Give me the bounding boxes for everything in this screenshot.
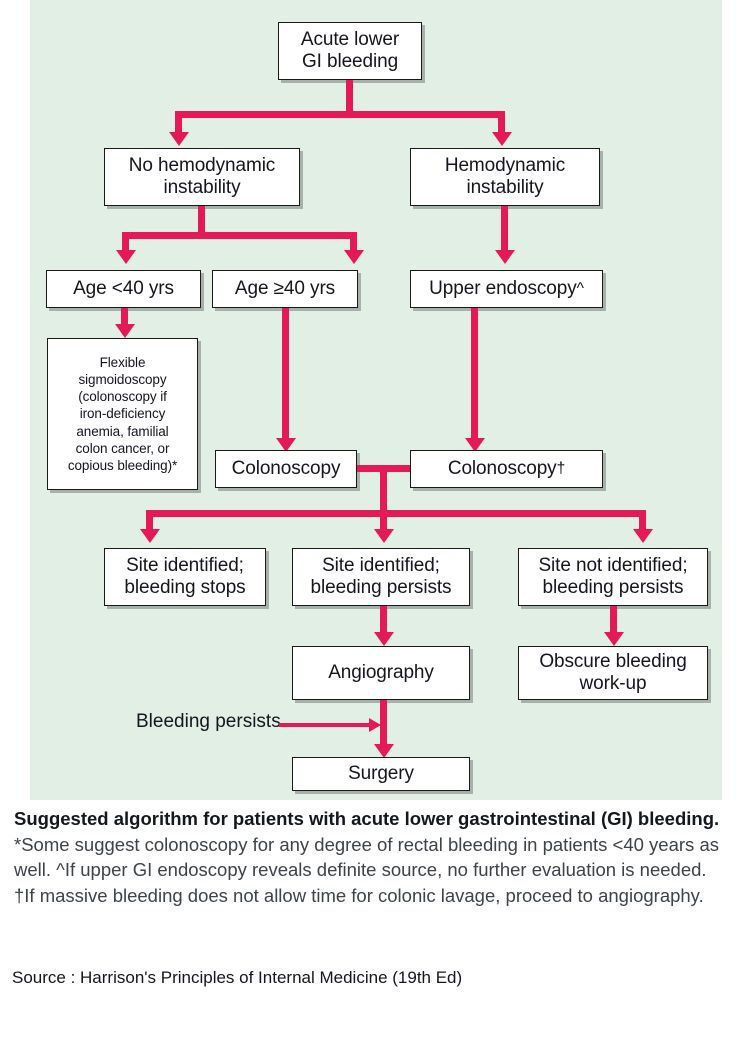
connector-outcome-bus: [146, 510, 646, 517]
arrowhead-site-identified-persists: [373, 529, 394, 543]
node-site-identified-bleeding-stops: Site identified; bleeding stops: [104, 548, 266, 606]
connector-to-site-identified-persists: [380, 510, 387, 531]
node-label-line2: instability: [466, 177, 544, 198]
node-label-line5: anemia, familial: [76, 423, 169, 439]
node-label-line1: No hemodynamic: [128, 154, 276, 176]
node-label-line2: bleeding stops: [124, 577, 246, 598]
arrowhead-colonoscopy-right: [464, 438, 485, 452]
node-colonoscopy-left: Colonoscopy: [215, 450, 357, 488]
connector-to-no-instability: [175, 111, 182, 134]
arrowhead-site-identified-stops: [139, 529, 160, 543]
node-age-40-or-over: Age ≥40 yrs: [212, 270, 358, 308]
node-upper-endoscopy: Upper endoscopy^: [410, 270, 603, 308]
source-line: Source : Harrison's Principles of Intern…: [12, 968, 463, 987]
node-label-line6: colon cancer, or: [75, 440, 170, 456]
caption-body: *Some suggest colonoscopy for any degree…: [14, 833, 719, 906]
node-label-line3: (colonoscopy if: [78, 389, 167, 405]
node-obscure-bleeding-workup: Obscure bleeding work-up: [518, 646, 708, 700]
arrowhead-upper-endoscopy: [494, 250, 515, 264]
connector-root-stem: [346, 80, 353, 111]
node-hemodynamic-instability: Hemodynamic instability: [410, 148, 600, 206]
node-label: Colonoscopy: [231, 457, 341, 479]
node-label-line4: iron-deficiency: [79, 406, 166, 422]
connector-to-site-identified-stops: [146, 510, 153, 531]
node-label-line1: Site identified;: [126, 554, 244, 576]
node-label-line2: bleeding persists: [310, 577, 452, 598]
node-label-line2: GI bleeding: [301, 51, 399, 72]
connector-to-instability: [498, 111, 505, 134]
caption-title: Suggested algorithm for patients with ac…: [14, 808, 720, 829]
node-label-line2: instability: [163, 177, 241, 198]
arrowhead-bleeding-persists: [369, 718, 381, 732]
node-label-line2: sigmoidoscopy: [78, 371, 167, 387]
node-label: Upper endoscopy: [429, 277, 577, 299]
node-age-under-40: Age <40 yrs: [46, 270, 201, 308]
node-colonoscopy-right: Colonoscopy†: [410, 450, 603, 488]
node-angiography: Angiography: [292, 646, 470, 700]
node-label: Surgery: [348, 762, 414, 784]
node-label-line1: Site identified;: [322, 554, 440, 576]
edge-label-bleeding-persists: Bleeding persists: [136, 711, 281, 732]
node-site-identified-bleeding-persists: Site identified; bleeding persists: [292, 548, 470, 606]
connector-age-under40-to-flexsig: [121, 308, 128, 327]
node-label-line2: work-up: [579, 673, 647, 694]
connector-bleeding-persists-line: [279, 723, 369, 727]
connector-instability-to-upper-endoscopy: [501, 206, 508, 252]
arrowhead-surgery: [373, 744, 394, 758]
connector-to-obscure-workup: [610, 606, 617, 637]
connector-age-over40-to-colonoscopy: [282, 308, 289, 445]
connector-to-age-under40: [122, 232, 129, 252]
arrowhead-site-not-identified: [632, 529, 653, 543]
connector-level1-bus: [175, 111, 505, 118]
arrowhead-instability: [491, 132, 512, 146]
node-flexible-sigmoidoscopy: Flexible sigmoidoscopy (colonoscopy if i…: [47, 338, 198, 490]
node-site-not-identified-bleeding-persists: Site not identified; bleeding persists: [518, 548, 708, 606]
node-label: Angiography: [328, 661, 434, 683]
node-label-line1: Acute lower: [300, 28, 400, 50]
node-label-line1: Flexible: [99, 354, 146, 370]
figure-panel: Acute lower GI bleeding No hemodynamic i…: [30, 0, 722, 800]
node-label: Age <40 yrs: [73, 277, 174, 299]
connector-colonoscopy-drop: [380, 465, 387, 510]
node-label: Age ≥40 yrs: [234, 277, 336, 299]
node-label-line2: bleeding persists: [542, 577, 684, 598]
node-label-line1: Site not identified;: [538, 554, 688, 576]
arrowhead-age-under40: [115, 250, 136, 264]
connector-age-bus: [122, 232, 357, 239]
connector-to-age-over40: [350, 232, 357, 252]
node-surgery: Surgery: [292, 757, 470, 791]
arrowhead-age-over40: [343, 250, 364, 264]
arrowhead-angiography: [373, 632, 394, 646]
node-label-line1: Hemodynamic: [444, 154, 566, 176]
arrowhead-obscure-workup: [603, 632, 624, 646]
arrowhead-flexsig: [114, 324, 135, 338]
node-acute-lower-gi-bleeding: Acute lower GI bleeding: [278, 22, 422, 80]
connector-no-instability-stem: [198, 206, 205, 232]
node-label-line7: copious bleeding)*: [67, 458, 178, 474]
node-label-line1: Obscure bleeding: [539, 650, 687, 672]
connector-upper-endoscopy-to-colonoscopy: [471, 308, 478, 445]
connector-to-site-not-identified: [639, 510, 646, 531]
connector-to-angiography: [380, 606, 387, 637]
node-no-hemodynamic-instability: No hemodynamic instability: [104, 148, 300, 206]
arrowhead-colonoscopy-left: [275, 438, 296, 452]
arrowhead-no-instability: [168, 132, 189, 146]
figure-caption: Suggested algorithm for patients with ac…: [14, 806, 726, 908]
connector-angiography-to-surgery: [380, 700, 387, 750]
node-label: Colonoscopy: [447, 457, 557, 479]
